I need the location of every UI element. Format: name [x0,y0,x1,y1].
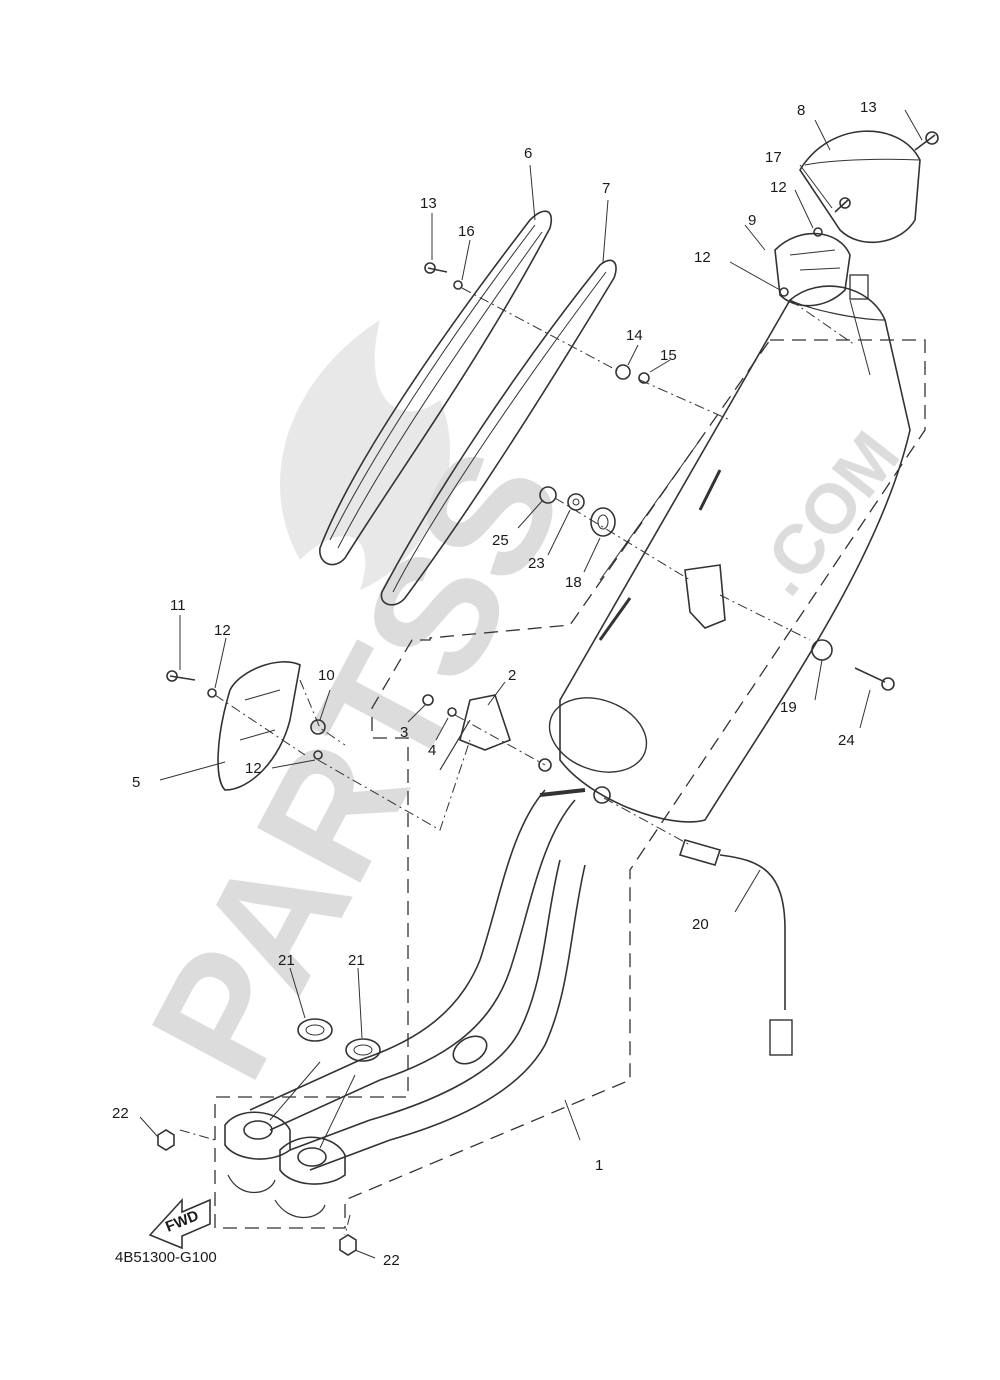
callout-12-upper: 12 [770,179,787,196]
callout-10: 10 [318,667,335,684]
callout-2: 2 [508,667,516,684]
bolt-25 [539,486,557,504]
callout-22-bottom: 22 [383,1252,400,1269]
gasket-21-right [345,1038,381,1062]
callout-11: 11 [170,597,186,614]
callout-21-right: 21 [348,952,365,969]
callout-12-lower: 12 [245,760,262,777]
bolt-24 [854,667,886,683]
callout-3: 3 [400,724,408,741]
watermark-flame-icon [279,320,451,590]
heat-shield-7 [380,259,617,606]
callout-23: 23 [528,555,545,572]
collar-10 [310,719,326,735]
callout-12-mid: 12 [694,249,711,266]
bracket-5 [217,661,301,791]
callout-21-left: 21 [278,952,295,969]
drawing-code: 4B51300-G100 [115,1249,217,1266]
callout-14: 14 [626,327,643,344]
flange-right [279,1136,346,1185]
exhaust-pipe-1 [249,789,546,1111]
sensor-20 [678,839,722,866]
washer-12-lower [313,750,323,760]
washer-16 [453,280,463,290]
callout-19: 19 [780,699,797,716]
callout-6: 6 [524,145,532,162]
callout-9: 9 [748,212,756,229]
nut-22-bottom [339,1234,357,1256]
callout-25: 25 [492,532,509,549]
callout-1: 1 [595,1157,603,1174]
watermark-suffix: .COM [740,417,914,609]
callout-13-left: 13 [420,195,437,212]
callout-7: 7 [602,180,610,197]
callouts: 1 2 3 4 5 6 7 8 9 10 11 12 12 12 12 13 1… [112,99,877,1269]
callout-24: 24 [838,732,855,749]
washer-4 [447,707,457,717]
callout-4: 4 [428,742,436,759]
washer-12-left [207,688,217,698]
muffler-body [559,285,911,823]
callout-12-left: 12 [214,622,231,639]
callout-17: 17 [765,149,782,166]
bolt-13-top [914,134,936,151]
callout-18: 18 [565,574,582,591]
callout-5: 5 [132,774,140,791]
callout-16: 16 [458,223,475,240]
callout-15: 15 [660,347,677,364]
gasket-21-left [297,1018,333,1042]
spring-14 [615,364,631,380]
flange-left [224,1111,291,1160]
callout-8: 8 [797,102,805,119]
washer-12-mid [779,287,789,297]
collar-15 [638,372,650,384]
washer-23 [567,493,585,511]
collar-19 [811,639,833,661]
mount-bracket [684,564,726,629]
callout-22-top: 22 [112,1105,129,1122]
end-cap-8 [799,130,921,244]
assembly-boundary-dashed [214,339,926,1229]
grommet-18 [590,507,616,537]
heat-shield-6 [319,210,552,566]
washer-12-upper [813,227,823,237]
bolt-11 [169,675,196,681]
nut-22-top [157,1129,175,1151]
bolt-3 [422,694,434,706]
callout-13-top: 13 [860,99,877,116]
bolt-13-left [427,267,448,273]
fwd-arrow-icon: FWD [148,1197,211,1250]
callout-20: 20 [692,916,709,933]
